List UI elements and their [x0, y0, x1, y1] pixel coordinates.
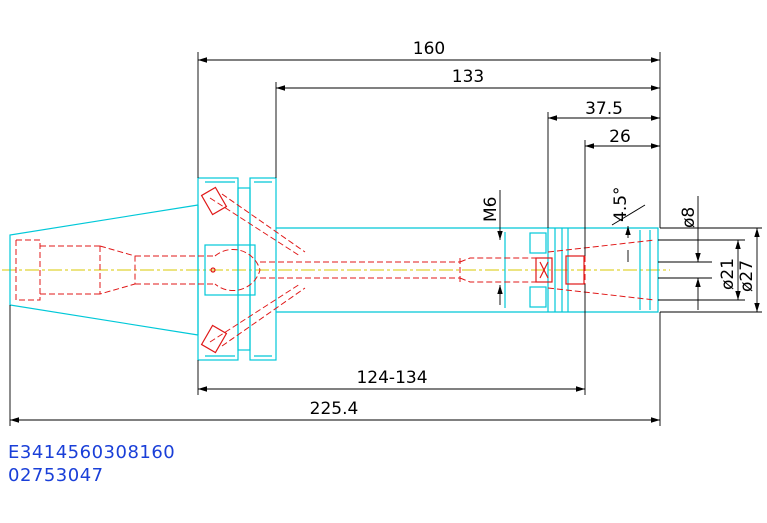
coolant-screws: [200, 186, 585, 354]
dim-133-label: 133: [452, 67, 484, 87]
dim-outer-label: ø27: [737, 260, 757, 292]
dim-133: [275, 82, 660, 178]
dim-inner-label: ø21: [718, 258, 738, 290]
dim-160-label: 160: [413, 39, 445, 59]
dim-inner: [658, 239, 745, 301]
dim-160: [197, 52, 661, 228]
dim-taper-angle: [611, 204, 646, 262]
holder-outline: [9, 177, 659, 361]
dim-overall: [9, 305, 661, 426]
dim-taper-angle-label: 4.5°: [611, 186, 631, 222]
dim-26: [584, 140, 660, 256]
dim-thread-label: M6: [481, 197, 501, 222]
dim-bore-label: ø8: [679, 207, 699, 228]
order-number: 02753047: [8, 465, 104, 486]
dim-bore: [658, 196, 712, 310]
dim-adjustment: [197, 284, 586, 395]
dim-outer: [660, 227, 762, 313]
hidden-lines: [15, 193, 656, 347]
dim-37-5-label: 37.5: [585, 99, 623, 119]
dim-adjustment-label: 124-134: [356, 368, 427, 388]
part-number: E3414560308160: [8, 442, 176, 463]
dim-26-label: 26: [609, 127, 631, 147]
dim-overall-label: 225.4: [310, 399, 359, 419]
dim-37-5: [547, 112, 660, 228]
